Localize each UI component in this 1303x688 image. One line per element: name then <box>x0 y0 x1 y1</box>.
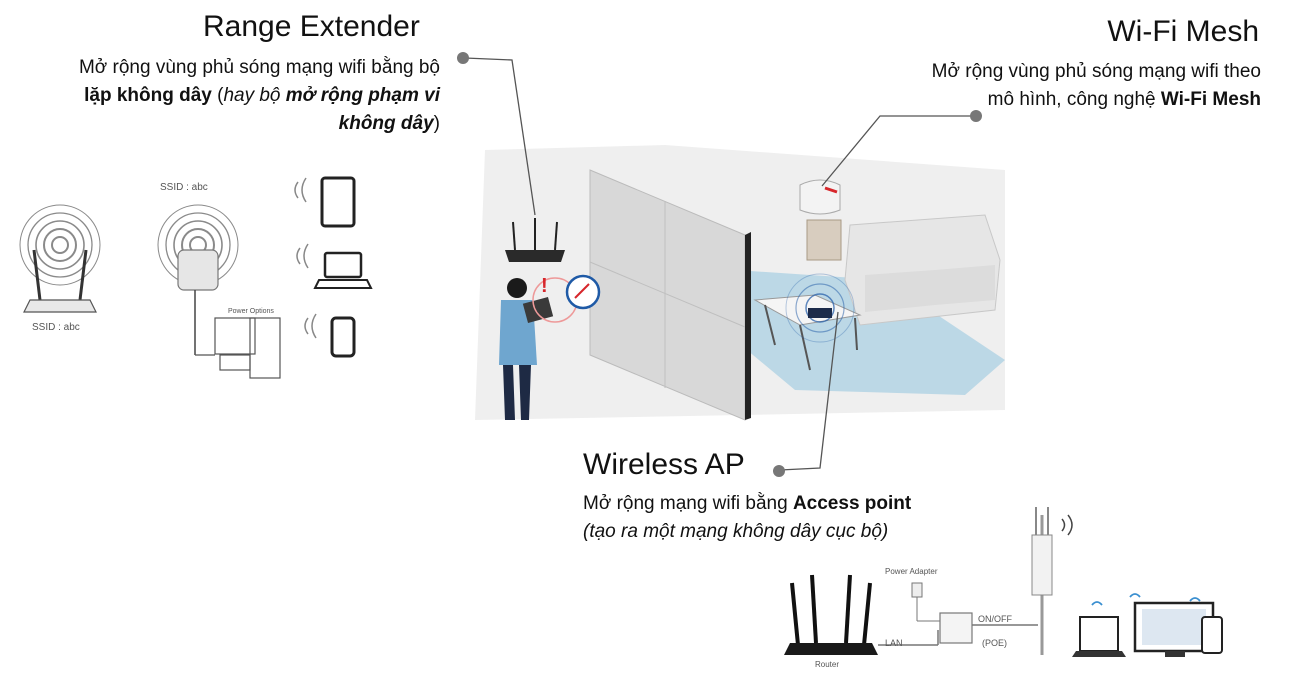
wireless-ap-illustration <box>784 507 1223 657</box>
range-extender-description: Mở rộng vùng phủ sóng mạng wifi bằng bộ … <box>20 54 440 138</box>
wifi-mesh-description: Mở rộng vùng phủ sóng mạng wifi theo mô … <box>841 58 1261 114</box>
wireless-ap-line2: (tạo ra một mạng không dây cục bộ) <box>583 521 889 542</box>
range-extender-title: Range Extender <box>203 10 420 43</box>
ssid-extender-label: SSID : abc <box>160 182 208 193</box>
ap-router-icon <box>784 574 878 655</box>
wireless-ap-connector-dot <box>773 465 785 477</box>
power-adapter-icon <box>911 582 923 598</box>
client-devices-icon <box>1072 593 1223 657</box>
poe-injector-icon <box>939 612 973 644</box>
router-icon <box>23 249 97 313</box>
mesh-node-icon <box>799 179 842 261</box>
wireless-ap-description: Mở rộng mạng wifi bằng Access point (tạo… <box>583 490 1003 546</box>
range-extender-bold-italic2: không dây <box>338 113 434 134</box>
range-extender-italic1: hay bộ <box>223 85 286 106</box>
poe-label: (POE) <box>982 638 1008 648</box>
ssid-router-label: SSID : abc <box>32 322 80 333</box>
router-wave-icon <box>19 204 101 286</box>
range-extender-illustration <box>19 176 373 379</box>
wifi-mesh-title: Wi-Fi Mesh <box>1107 15 1259 48</box>
wireless-ap-line1-prefix: Mở rộng mạng wifi bằng <box>583 493 793 514</box>
weak-signal-icon <box>565 274 601 310</box>
paren-close: ) <box>433 113 440 134</box>
power-adapter-label: Power Adapter <box>885 567 938 576</box>
range-extender-line1: Mở rộng vùng phủ sóng mạng wifi bằng bộ <box>78 57 440 78</box>
laptop-icon <box>296 243 373 289</box>
wifi-mesh-line1: Mở rộng vùng phủ sóng mạng wifi theo <box>931 61 1261 82</box>
central-room-illustration: ! <box>475 145 1005 421</box>
onoff-label: ON/OFF <box>978 614 1012 624</box>
wifi-mesh-line2-prefix: mô hình, công nghệ <box>987 89 1161 110</box>
range-extender-connector-dot <box>457 52 469 64</box>
tablet-icon <box>294 176 356 228</box>
svg-text:!: ! <box>541 275 548 297</box>
computer-icon <box>195 317 281 379</box>
range-extender-bold-italic: mở rộng phạm vi <box>285 85 440 106</box>
wifi-mesh-line2-bold: Wi-Fi Mesh <box>1160 89 1261 110</box>
person-icon <box>499 278 554 420</box>
extender-device-icon <box>177 249 219 291</box>
ap-router-label: Router <box>815 660 840 669</box>
power-options-label: Power Options <box>228 308 274 315</box>
outdoor-ap-icon <box>1031 507 1073 655</box>
paren-open: ( <box>211 85 224 106</box>
sofa-icon <box>844 214 1001 326</box>
wireless-ap-line1-bold: Access point <box>792 493 912 514</box>
access-point-icon <box>808 308 832 318</box>
range-extender-bold1: lặp không dây <box>84 85 212 106</box>
wall-router-icon <box>505 218 565 262</box>
phone-icon <box>304 313 356 358</box>
lan-label: LAN <box>885 638 903 648</box>
wireless-ap-title: Wireless AP <box>583 448 745 481</box>
